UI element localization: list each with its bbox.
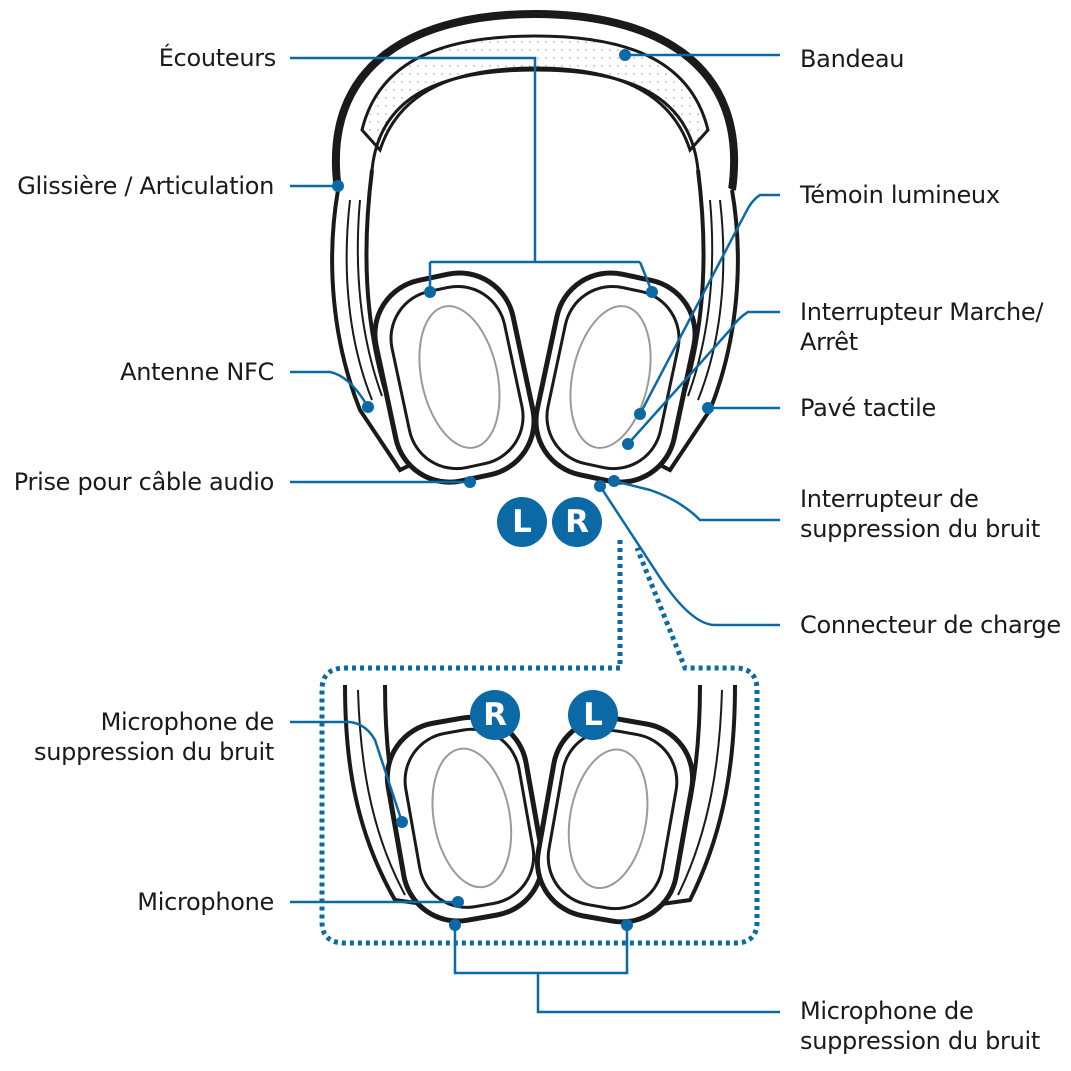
leader-power-switch [627, 310, 780, 445]
leader-dots [332, 49, 714, 931]
label-headband: Bandeau [800, 45, 905, 73]
top-headphones-illustration [330, 9, 740, 485]
label-anc-switch: Interrupteur de suppression du bruit [800, 484, 1040, 544]
leader-charger [598, 485, 780, 627]
right-earcup [533, 270, 698, 485]
right-badge-bottom: R [470, 690, 520, 740]
label-touchpad: Pavé tactile [800, 394, 936, 422]
bottom-right-earcup [534, 715, 696, 925]
label-charger-port: Connecteur de charge [800, 611, 1061, 639]
leader-indicator [638, 193, 780, 415]
label-anc-mic-bottom: Microphone de suppression du bruit [800, 996, 1040, 1056]
label-power-switch-line1: Interrupteur Marche/ [800, 298, 1044, 326]
label-anc-switch-line1: Interrupteur de [800, 485, 979, 513]
label-power-switch-line2: Arrêt [800, 328, 858, 356]
label-power-switch: Interrupteur Marche/ Arrêt [800, 297, 1043, 357]
label-nfc-antenna: Antenne NFC [120, 358, 274, 386]
bottom-left-earcup [384, 714, 546, 924]
label-earphones: Écouteurs [158, 44, 277, 72]
label-slider: Glissière / Articulation [17, 172, 274, 200]
leader-lines [290, 53, 780, 1014]
right-badge-top: R [552, 497, 602, 547]
leader-earphones [290, 56, 654, 293]
label-anc-mic-left-line1: Microphone de [100, 708, 275, 736]
leader-nfc [290, 370, 370, 408]
label-anc-mic-left-line2: suppression du bruit [34, 738, 274, 766]
dotted-callout-frame [319, 540, 760, 946]
left-badge-top: L [497, 497, 547, 547]
leader-anc-switch [613, 479, 780, 522]
label-anc-mic-bottom-line1: Microphone de [800, 997, 974, 1025]
left-arm [330, 169, 423, 473]
right-arm [647, 169, 740, 473]
bottom-headphones-illustration [343, 684, 737, 925]
left-earcup [372, 270, 537, 485]
label-audio-jack: Prise pour câble audio [13, 468, 275, 496]
label-anc-mic-bottom-line2: suppression du bruit [800, 1027, 1040, 1055]
headband-outer [332, 9, 738, 191]
left-badge-bottom: L [568, 690, 618, 740]
label-anc-switch-line2: suppression du bruit [800, 515, 1040, 543]
label-indicator: Témoin lumineux [800, 181, 1000, 209]
label-microphone: Microphone [137, 888, 274, 916]
leader-anc-mic-left [290, 720, 404, 823]
leader-anc-mic-bottom [453, 925, 780, 1014]
label-anc-mic-left: Microphone de suppression du bruit [34, 707, 274, 767]
